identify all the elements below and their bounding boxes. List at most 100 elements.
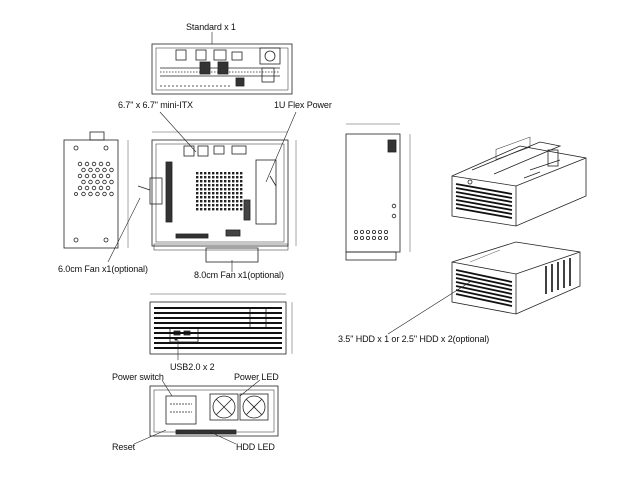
heatsink-fin [204,176,207,179]
heatsink-fin [200,200,203,203]
isometric-closed-view [451,241,581,315]
vent-hole [109,191,114,197]
vent-hole [88,191,93,197]
vent-slot [455,273,513,287]
right-side-view [345,123,411,261]
vent-hole [91,161,97,167]
vent-hole [84,185,90,191]
heatsink-fin [232,208,235,211]
heatsink-fin [224,172,227,175]
heatsink-fin [232,176,235,179]
heatsink-fin [240,184,243,187]
vent-hole [77,173,83,179]
vent-hole [359,229,364,234]
label-mini-itx: 6.7" x 6.7" mini-ITX [118,100,193,110]
heatsink-fin [216,208,219,211]
heatsink-fin [236,204,239,207]
isometric-open-view [451,136,587,227]
heatsink-fin [220,188,223,191]
vent-hole [377,235,382,240]
label-reset: Reset [112,442,136,452]
heatsink-fin [236,172,239,175]
heatsink-fin [236,208,239,211]
vent-hole [98,173,104,179]
vent-slot [455,277,513,291]
heatsink-fin [196,188,199,191]
heatsink-fin [216,176,219,179]
heatsink-grid [196,172,243,211]
heatsink-fin [224,208,227,211]
heatsink-fin [240,180,243,183]
vent-slot [455,293,513,307]
rear-panel-view [151,43,293,95]
heatsink-fin [216,188,219,191]
heatsink-fin [228,192,231,195]
heatsink-fin [208,184,211,187]
heatsink-fin [216,184,219,187]
vent-hole [77,161,83,167]
heatsink-fin [240,200,243,203]
vent-hole [383,229,388,234]
heatsink-fin [200,176,203,179]
heatsink-fin [204,180,207,183]
heatsink-fin [220,180,223,183]
heatsink-fin [200,196,203,199]
heatsink-fin [236,184,239,187]
heatsink-fin [212,176,215,179]
vent-hole [95,191,100,197]
heatsink-fin [224,180,227,183]
left-side-view [63,131,129,249]
vent-hole [84,161,90,167]
heatsink-fin [228,200,231,203]
label-hdd: 3.5" HDD x 1 or 2.5" HDD x 2(optional) [338,334,490,344]
heatsink-fin [196,196,199,199]
leader-lines [107,32,471,445]
heatsink-fin [212,192,215,195]
heatsink-fin [240,196,243,199]
heatsink-fin [208,176,211,179]
vent-hole [371,229,376,234]
label-standard: Standard x 1 [186,22,236,32]
heatsink-fin [228,188,231,191]
heatsink-fin [204,200,207,203]
heatsink-fin [240,204,243,207]
isometric-closed-vent-slots [455,258,571,307]
heatsink-fin [212,196,215,199]
vent-hole [105,185,111,191]
heatsink-fin [208,208,211,211]
heatsink-fin [232,180,235,183]
heatsink-fin [236,196,239,199]
heatsink-fin [208,196,211,199]
vent-hole [95,167,100,173]
heatsink-fin [208,192,211,195]
heatsink-fin [224,188,227,191]
heatsink-fin [196,192,199,195]
heatsink-fin [196,180,199,183]
heatsink-fin [236,180,239,183]
label-power-switch: Power switch [112,372,164,382]
heatsink-fin [208,204,211,207]
vent-slot [455,203,513,215]
label-usb: USB2.0 x 2 [170,362,215,372]
heatsink-fin [208,172,211,175]
heatsink-fin [232,204,235,207]
vent-hole [105,161,111,167]
heatsink-fin [212,184,215,187]
vent-hole [88,167,93,173]
heatsink-fin [200,208,203,211]
vent-slot [455,191,513,203]
heatsink-fin [204,204,207,207]
heatsink-fin [240,192,243,195]
heatsink-fin [240,188,243,191]
vent-hole [81,167,86,173]
left-side-vent-holes [77,161,114,197]
heatsink-fin [220,200,223,203]
heatsink-fin [228,180,231,183]
vent-hole [359,235,364,240]
vent-hole [353,229,358,234]
heatsink-fin [228,208,231,211]
heatsink-fin [240,208,243,211]
heatsink-fin [212,180,215,183]
heatsink-fin [228,176,231,179]
